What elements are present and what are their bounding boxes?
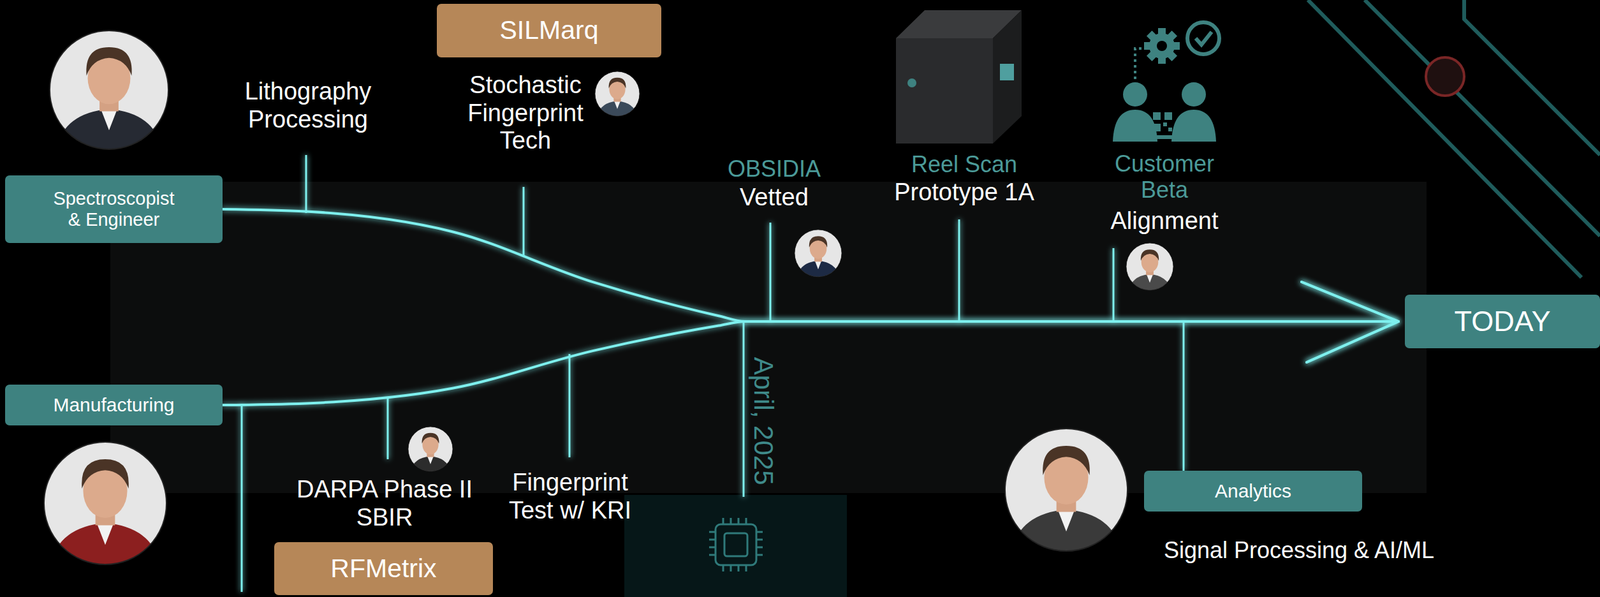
person-photo bbox=[794, 229, 842, 282]
timeline-branch bbox=[222, 209, 1399, 322]
today-box: TODAY bbox=[1404, 294, 1600, 349]
leader-line bbox=[305, 154, 308, 213]
background-panel bbox=[110, 181, 1427, 493]
person-photo bbox=[1005, 428, 1128, 564]
leader-line bbox=[742, 321, 745, 497]
person-photo bbox=[408, 426, 453, 476]
circuit-trace bbox=[1364, 0, 1600, 236]
box-label: TODAY bbox=[1454, 304, 1551, 338]
icon-person bbox=[1112, 109, 1158, 142]
background-panel bbox=[624, 494, 847, 597]
chip-icon bbox=[709, 517, 763, 572]
box-label: RFMetrix bbox=[330, 553, 437, 584]
customer-icon bbox=[1112, 22, 1220, 142]
circuit-traces bbox=[1307, 0, 1600, 278]
timeline-branch bbox=[222, 321, 1399, 405]
icon-qr bbox=[1152, 112, 1173, 140]
leader-line bbox=[958, 219, 961, 322]
role-box: Spectroscopist & Engineer bbox=[5, 175, 223, 243]
box-label: SILMarq bbox=[499, 15, 599, 46]
circuit-node bbox=[1425, 57, 1465, 96]
date-label: April, 2025 bbox=[747, 357, 778, 486]
role-box: Analytics bbox=[1144, 470, 1363, 512]
leader-line bbox=[568, 353, 571, 458]
leader-line bbox=[387, 396, 389, 460]
box-label: Manufacturing bbox=[52, 394, 175, 417]
circuit-trace bbox=[1307, 0, 1582, 278]
person-photo bbox=[49, 30, 169, 162]
scanner-device bbox=[895, 10, 1022, 144]
icon-person bbox=[1171, 109, 1217, 142]
milestone-label: Customer Beta bbox=[1091, 150, 1238, 204]
circuit-trace bbox=[1464, 0, 1600, 155]
box-label: Analytics bbox=[1214, 480, 1292, 503]
person-photo bbox=[1126, 242, 1174, 295]
icon-check bbox=[1195, 31, 1212, 45]
icon-person bbox=[1122, 82, 1148, 107]
leader-line bbox=[241, 404, 243, 592]
milestone-label: Stochastic Fingerprint Tech bbox=[448, 71, 602, 155]
milestone-label: OBSIDIA bbox=[697, 155, 851, 182]
leader-lines bbox=[241, 154, 1184, 592]
milestone-label: Signal Processing & AI/ML bbox=[1133, 536, 1465, 564]
leader-line bbox=[1112, 248, 1115, 322]
leader-line bbox=[1182, 321, 1185, 471]
milestone-label: DARPA Phase II SBIR bbox=[282, 475, 487, 532]
device-front bbox=[895, 38, 993, 144]
milestone-label: Fingerprint Test w/ KRI bbox=[492, 468, 649, 525]
company-box: SILMarq bbox=[436, 3, 662, 58]
role-box: Manufacturing bbox=[5, 384, 223, 426]
milestone-label: Prototype 1A bbox=[868, 178, 1060, 207]
icon-person bbox=[1181, 82, 1206, 107]
device-side bbox=[992, 10, 1022, 144]
icon-check bbox=[1187, 22, 1220, 55]
leader-line bbox=[522, 186, 525, 256]
leader-line bbox=[769, 222, 772, 322]
box-label: Spectroscopist & Engineer bbox=[48, 188, 180, 231]
device-screen bbox=[999, 63, 1014, 81]
device-logo bbox=[907, 78, 917, 88]
icon-dots bbox=[1135, 48, 1146, 80]
milestone-label: Lithography Processing bbox=[228, 77, 388, 134]
milestone-label: Vetted bbox=[697, 183, 851, 212]
milestone-label: Alignment bbox=[1087, 207, 1241, 236]
person-photo bbox=[44, 441, 167, 577]
icon-gear bbox=[1144, 28, 1180, 64]
person-photo bbox=[594, 71, 640, 121]
milestone-label: Reel Scan bbox=[874, 151, 1054, 178]
company-box: RFMetrix bbox=[274, 542, 493, 595]
